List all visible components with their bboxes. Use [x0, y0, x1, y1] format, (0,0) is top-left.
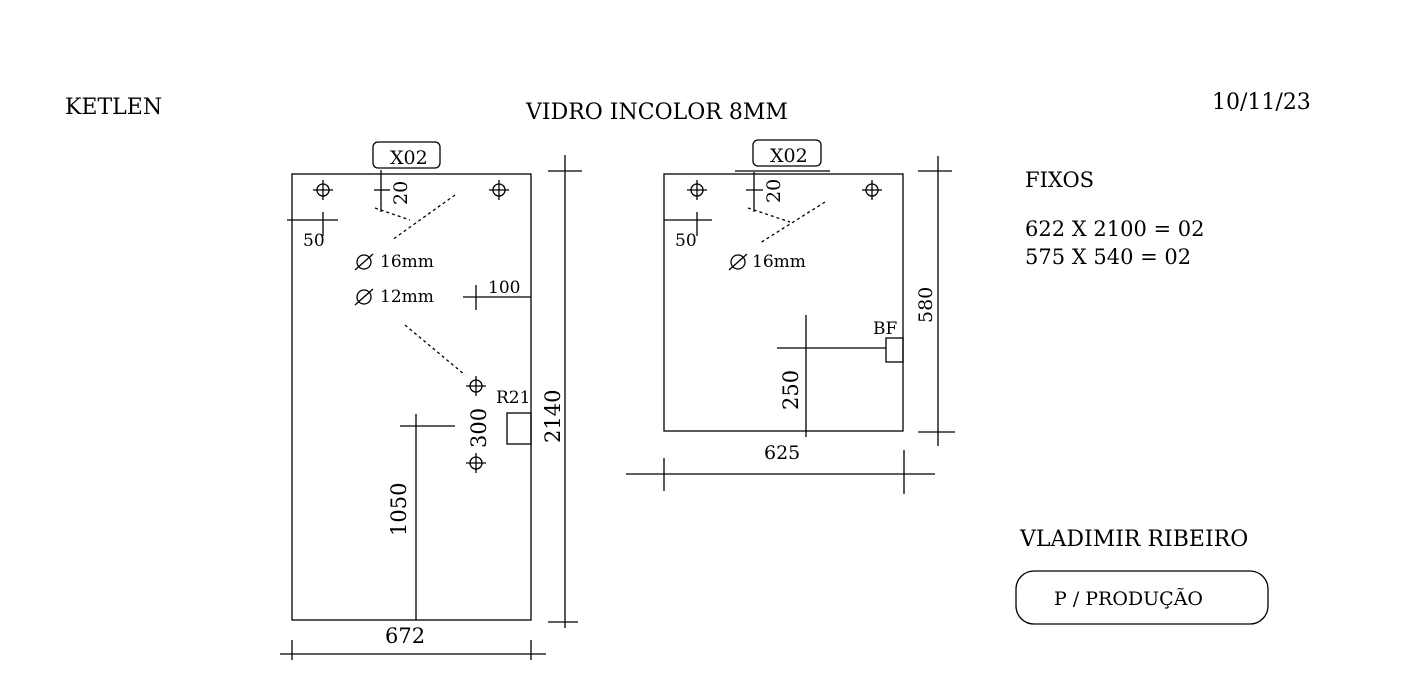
left-hardware-box	[506, 412, 532, 445]
fixos-title: FIXOS	[1025, 168, 1094, 192]
production-stamp: P / PRODUÇÃO	[1054, 588, 1203, 610]
left-hardware-code: R21	[496, 388, 530, 408]
right-top-hole-2	[862, 180, 882, 200]
left-hole-small-label: 12mm	[380, 287, 434, 307]
fixos-line-2: 575 X 540 = 02	[1025, 245, 1191, 269]
left-handle-hole-2	[466, 453, 486, 473]
right-dim-side-offset: 50	[675, 231, 697, 251]
diameter-icon	[354, 288, 374, 306]
left-dim-hinge-offset: 100	[488, 278, 520, 298]
left-dim-top-offset: 20	[390, 181, 412, 205]
right-hole-large-label: 16mm	[752, 252, 806, 272]
right-glass-panel: X02 20 50 16mm BF 250 580	[626, 139, 955, 494]
client-name: KETLEN	[65, 95, 162, 120]
left-dim-side-offset: 50	[303, 231, 325, 251]
right-hardware-code: BF	[873, 319, 897, 339]
left-dim-height: 2140	[541, 390, 565, 443]
right-panel-outline	[663, 173, 904, 432]
author-name: VLADIMIR RIBEIRO	[1019, 527, 1248, 552]
fixos-line-1: 622 X 2100 = 02	[1025, 217, 1205, 241]
diameter-icon	[728, 253, 748, 271]
right-hardware-box	[885, 337, 904, 363]
left-dim-handle-spacing: 300	[467, 408, 491, 448]
left-top-hole-1	[313, 180, 333, 200]
right-dim-width: 625	[764, 442, 800, 464]
right-top-hole-1	[687, 180, 707, 200]
right-dim-height: 580	[915, 287, 937, 323]
drawing-title: VIDRO INCOLOR 8MM	[525, 100, 788, 125]
left-panel-tag-box	[372, 141, 441, 169]
production-stamp-box	[1015, 570, 1269, 625]
diameter-icon	[354, 253, 374, 271]
right-panel-tag-box	[752, 139, 822, 167]
right-dim-hardware-height: 250	[779, 370, 803, 410]
left-dim-width: 672	[385, 624, 425, 648]
left-panel-outline	[291, 173, 532, 621]
left-top-hole-2	[489, 180, 509, 200]
left-hole-large-label: 16mm	[380, 252, 434, 272]
left-handle-hole-1	[466, 376, 486, 396]
left-panel-tag: X02	[390, 147, 428, 169]
left-glass-panel: X02 20 50 16mm 12mm 100	[280, 141, 582, 660]
drawing-date: 10/11/23	[1212, 90, 1311, 115]
right-panel-tag: X02	[770, 145, 808, 167]
right-dim-top-offset: 20	[763, 179, 785, 203]
left-dim-handle-height: 1050	[387, 483, 411, 536]
